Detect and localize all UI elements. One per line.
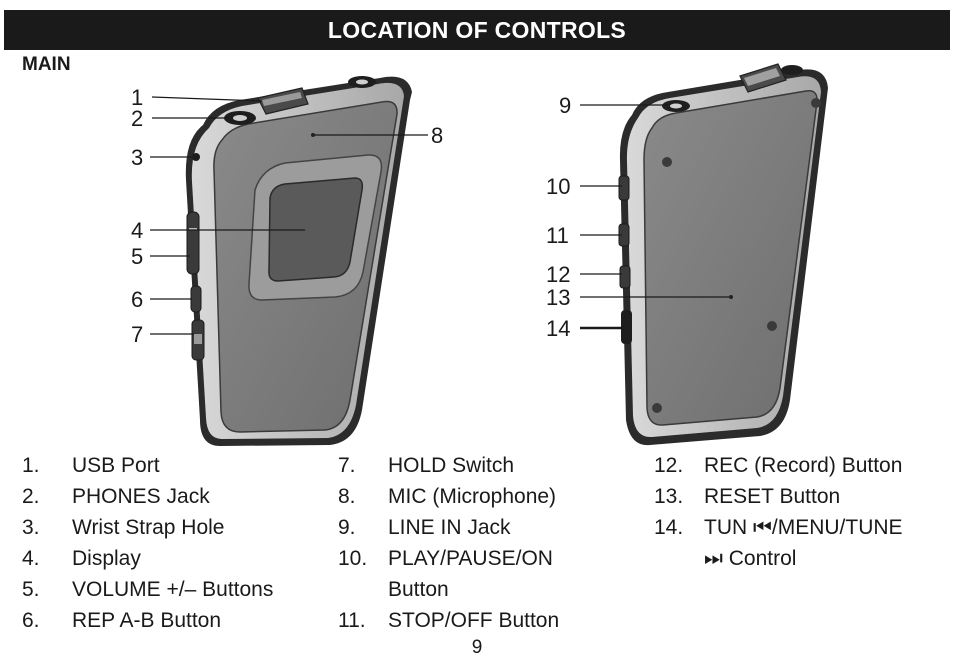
legend-label: Wrist Strap Hole (72, 516, 225, 539)
legend-number: 10. (338, 547, 368, 570)
legend-item: 10. PLAY/PAUSE/ON Button (338, 543, 559, 605)
callout-3: 3 (131, 145, 143, 170)
legend-column-1: 1. USB Port 2. PHONES Jack 3. Wrist Stra… (22, 450, 273, 636)
legend-label: STOP/OFF Button (388, 609, 560, 632)
front-device-illustration (185, 76, 412, 446)
legend-number: 7. (338, 454, 356, 477)
back-device-illustration (618, 63, 828, 446)
callout-2: 2 (131, 106, 143, 131)
legend-number: 2. (22, 485, 40, 508)
legend-number: 3. (22, 516, 40, 539)
page-number: 9 (471, 637, 483, 658)
legend-label-line2: ⏭ Control (704, 547, 797, 570)
legend-number: 11. (338, 609, 366, 632)
section-label: MAIN (22, 54, 71, 75)
legend-item: 6. REP A-B Button (22, 605, 273, 636)
legend-number: 12. (654, 454, 684, 477)
callout-5: 5 (131, 244, 143, 269)
legend-number: 14. (654, 516, 684, 539)
legend-label: LINE IN Jack (388, 516, 511, 539)
legend-item: 3. Wrist Strap Hole (22, 512, 273, 543)
callout-8: 8 (431, 123, 443, 148)
legend-label-line1: TUN ⏮/MENU/TUNE (704, 516, 903, 539)
legend-item: 1. USB Port (22, 450, 273, 481)
front-callouts: 1 2 3 4 5 6 7 8 (131, 85, 443, 347)
callout-7: 7 (131, 322, 143, 347)
legend-label-line1: PLAY/PAUSE/ON (388, 547, 553, 570)
legend-item: 5. VOLUME +/– Buttons (22, 574, 273, 605)
legend-label-line2: Button (388, 578, 449, 601)
legend-label: PLAY/PAUSE/ON Button (388, 543, 553, 605)
legend-number: 1. (22, 454, 40, 477)
callout-12: 12 (546, 262, 570, 287)
page-title: LOCATION OF CONTROLS (327, 16, 627, 43)
header-bar: LOCATION OF CONTROLS (4, 10, 950, 50)
legend-number: 8. (338, 485, 356, 508)
callout-4: 4 (131, 218, 143, 243)
legend-label: USB Port (72, 454, 160, 477)
legend-item: 7. HOLD Switch (338, 450, 559, 481)
legend-column-3: 12. REC (Record) Button 13. RESET Button… (654, 450, 903, 574)
callout-13: 13 (546, 285, 570, 310)
legend-number: 9. (338, 516, 356, 539)
legend-item: 13. RESET Button (654, 481, 903, 512)
legend-item: 11. STOP/OFF Button (338, 605, 559, 636)
legend-number: 5. (22, 578, 40, 601)
callout-14: 14 (546, 316, 570, 341)
legend-label: HOLD Switch (388, 454, 515, 477)
legend-label: RESET Button (704, 485, 841, 508)
legend-label: VOLUME +/– Buttons (72, 578, 274, 601)
legend-item: 14. TUN ⏮/MENU/TUNE ⏭ Control (654, 512, 903, 574)
device-illustrations: 1 2 3 4 5 6 7 8 9 10 11 (131, 63, 828, 446)
callout-6: 6 (131, 287, 143, 312)
legend-label: REP A-B Button (72, 609, 222, 632)
callout-10: 10 (546, 174, 570, 199)
callout-11: 11 (546, 223, 569, 248)
back-callouts: 9 10 11 12 13 14 (546, 93, 729, 341)
legend-label: REC (Record) Button (704, 454, 903, 477)
legend-label: Display (72, 547, 141, 570)
legend-item: 12. REC (Record) Button (654, 450, 903, 481)
legend-number: 13. (654, 485, 684, 508)
legend-number: 4. (22, 547, 40, 570)
callout-9: 9 (559, 93, 571, 118)
legend-column-2: 7. HOLD Switch 8. MIC (Microphone) 9. LI… (338, 450, 559, 636)
legend-label: PHONES Jack (72, 485, 210, 508)
legend-item: 8. MIC (Microphone) (338, 481, 559, 512)
legend-item: 4. Display (22, 543, 273, 574)
legend-number: 6. (22, 609, 40, 632)
legend-label: TUN ⏮/MENU/TUNE ⏭ Control (704, 512, 903, 574)
legend-item: 9. LINE IN Jack (338, 512, 559, 543)
legend-label: MIC (Microphone) (388, 485, 557, 508)
legend-item: 2. PHONES Jack (22, 481, 273, 512)
callout-1: 1 (131, 85, 143, 110)
